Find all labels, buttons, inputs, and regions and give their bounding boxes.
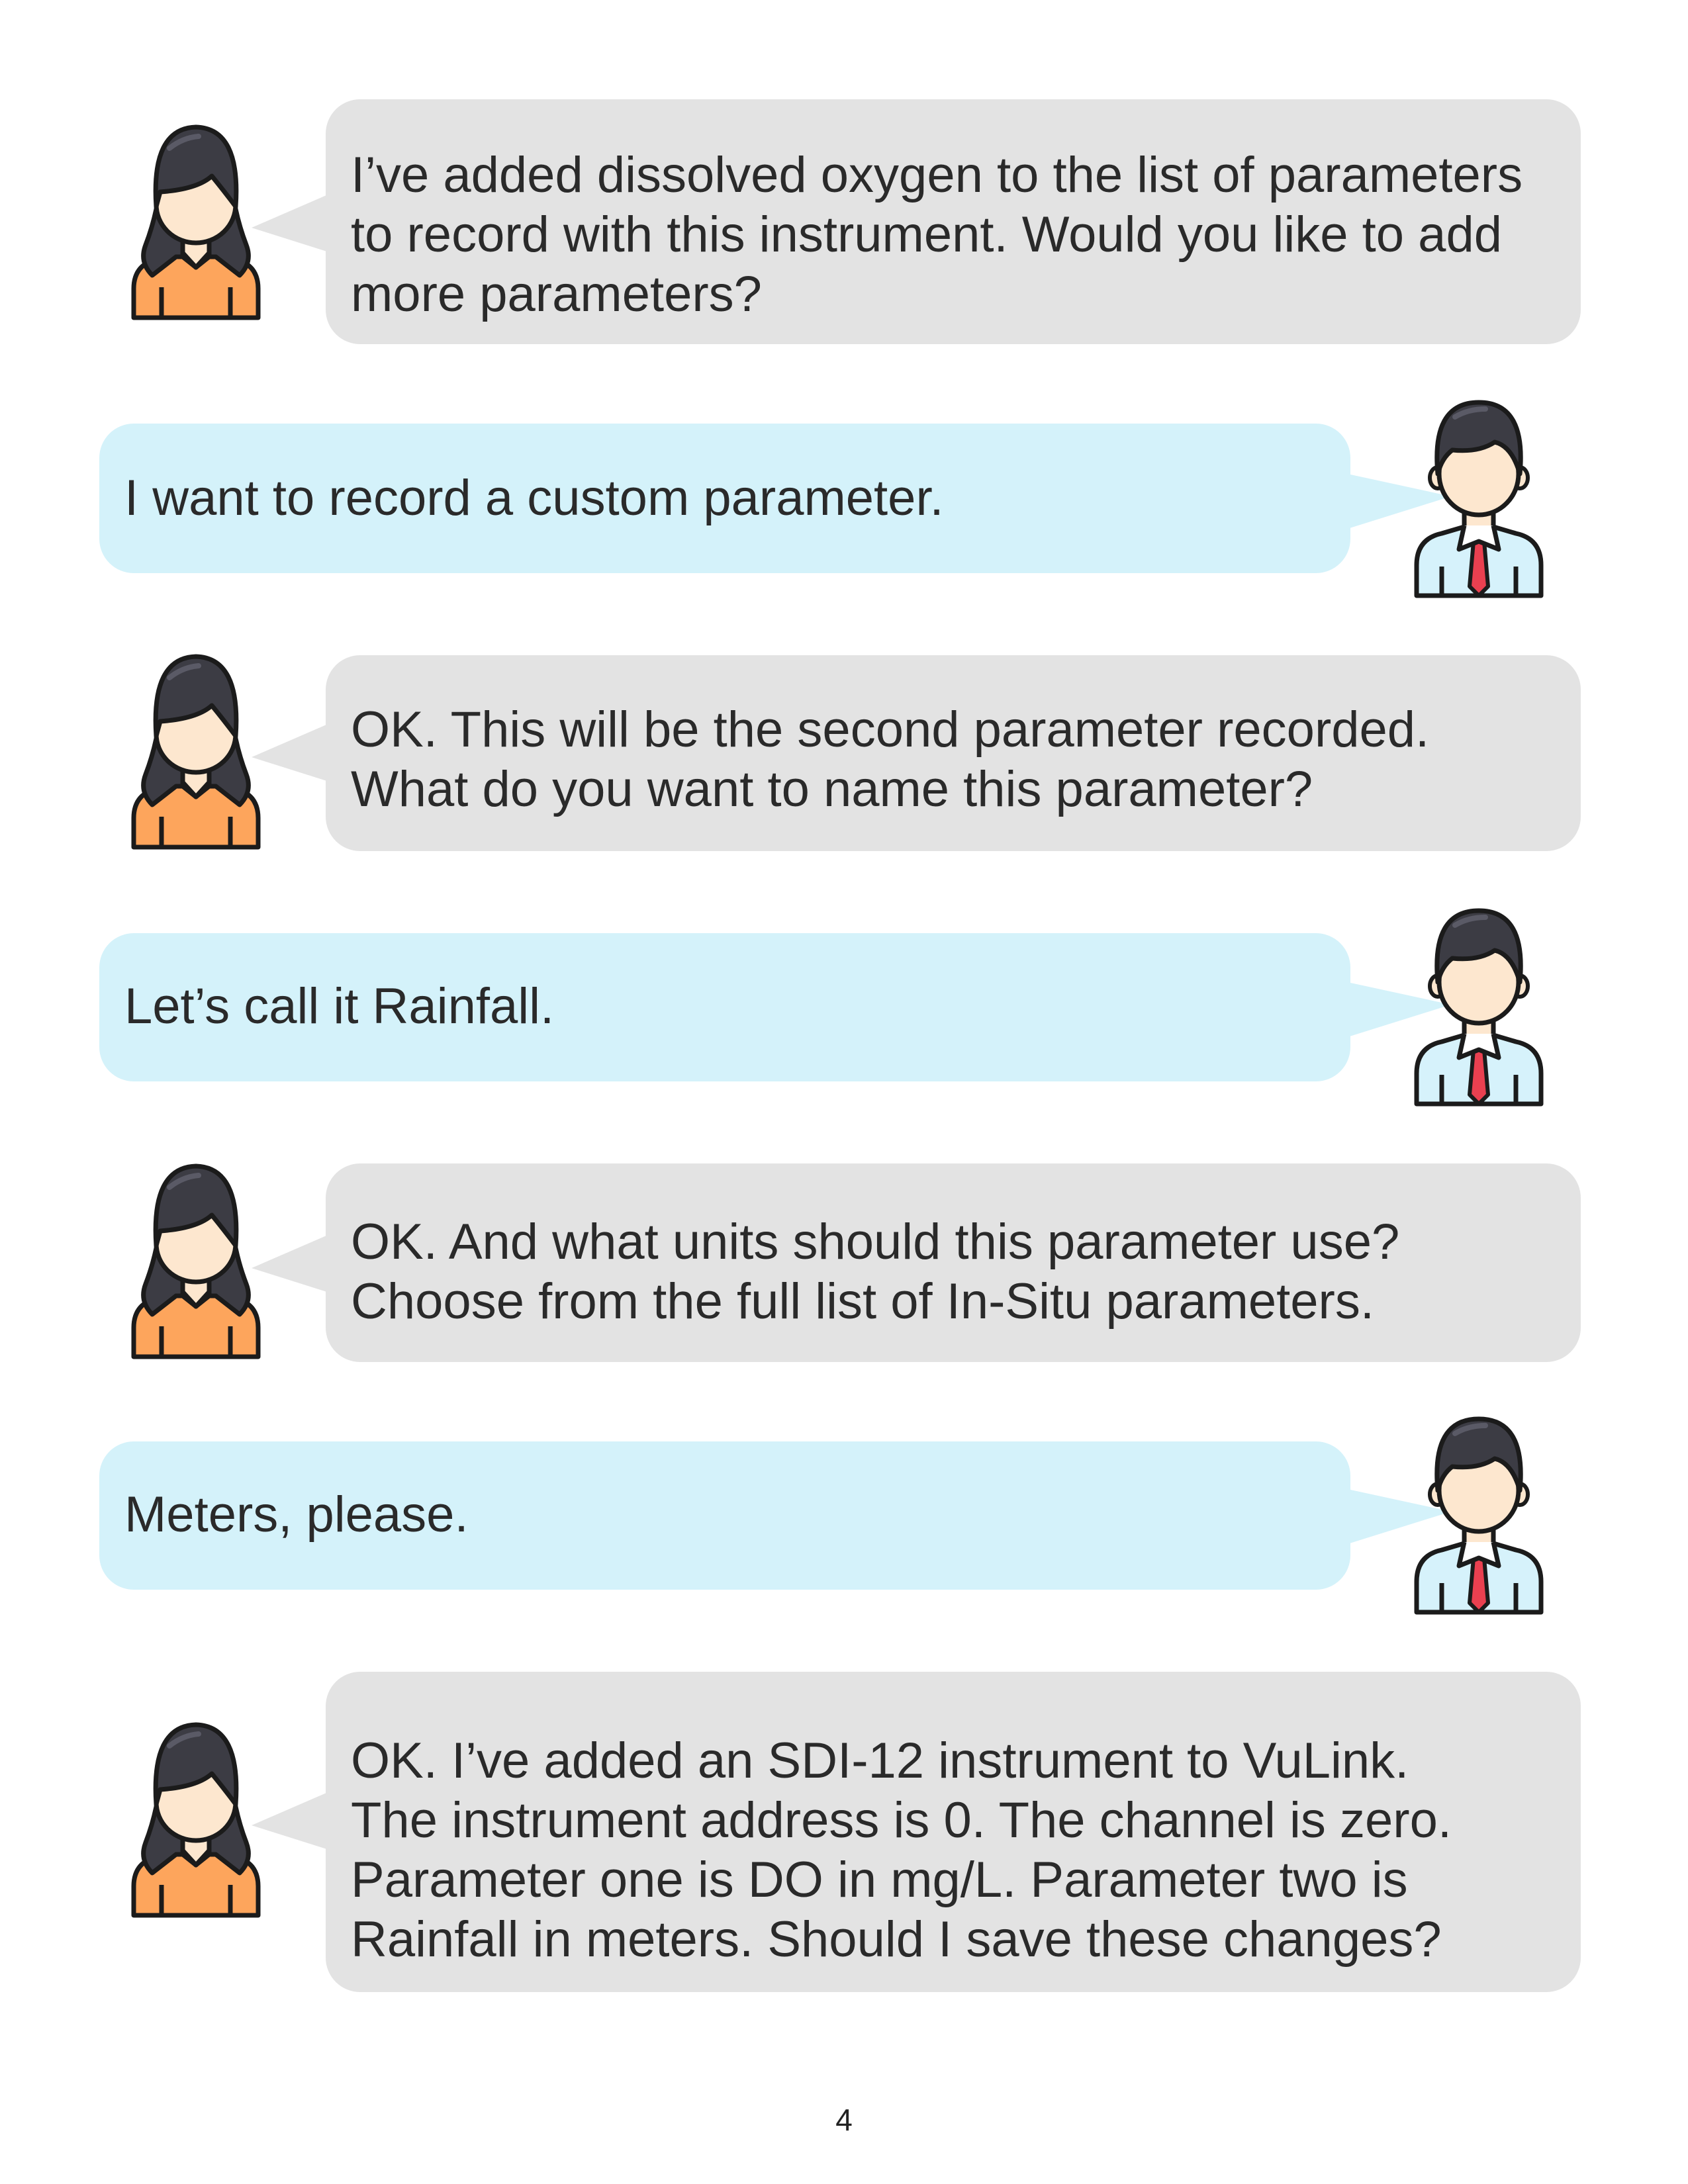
message-text-line: The instrument address is 0. The channel… bbox=[351, 1792, 1452, 1848]
user-message: Meters, please. bbox=[99, 1441, 1350, 1590]
user-message: I want to record a custom parameter. bbox=[99, 424, 1350, 573]
message-text-line: Parameter one is DO in mg/L. Parameter t… bbox=[351, 1852, 1408, 1908]
assistant-message: I’ve added dissolved oxygen to the list … bbox=[326, 99, 1581, 344]
message-text-line: I’ve added dissolved oxygen to the list … bbox=[351, 147, 1523, 203]
bubble-tail bbox=[1341, 981, 1451, 1039]
bubble-tail bbox=[1341, 1488, 1451, 1546]
message-text-line: I want to record a custom parameter. bbox=[124, 470, 944, 526]
assistant-message: OK. And what units should this parameter… bbox=[326, 1163, 1581, 1362]
message-text-line: Let’s call it Rainfall. bbox=[124, 978, 555, 1034]
woman-avatar-icon bbox=[126, 122, 266, 320]
assistant-message: OK. This will be the second parameter re… bbox=[326, 655, 1581, 851]
message-text-line: Choose from the full list of In-Situ par… bbox=[351, 1273, 1374, 1330]
man-avatar-icon bbox=[1409, 1416, 1549, 1615]
message-text-line: OK. This will be the second parameter re… bbox=[351, 702, 1430, 758]
message-text-line: What do you want to name this parameter? bbox=[351, 761, 1313, 817]
bubble-tail bbox=[1341, 473, 1451, 531]
message-text-line: OK. And what units should this parameter… bbox=[351, 1214, 1400, 1270]
woman-avatar-icon bbox=[126, 1719, 266, 1918]
user-message: Let’s call it Rainfall. bbox=[99, 933, 1350, 1081]
woman-avatar-icon bbox=[126, 651, 266, 850]
message-text-line: Meters, please. bbox=[124, 1486, 469, 1543]
page-number: 4 bbox=[835, 2103, 853, 2137]
message-text-line: OK. I’ve added an SDI-12 instrument to V… bbox=[351, 1733, 1409, 1789]
bubble-tail bbox=[252, 723, 331, 782]
bubble-tail bbox=[252, 193, 331, 253]
message-text-line: to record with this instrument. Would yo… bbox=[351, 206, 1502, 263]
assistant-message: OK. I’ve added an SDI-12 instrument to V… bbox=[326, 1672, 1581, 1992]
message-text-line: Rainfall in meters. Should I save these … bbox=[351, 1911, 1442, 1968]
bubble-tail bbox=[252, 1234, 331, 1293]
message-text-line: more parameters? bbox=[351, 266, 762, 322]
bubble-tail bbox=[252, 1791, 331, 1850]
man-avatar-icon bbox=[1409, 400, 1549, 598]
man-avatar-icon bbox=[1409, 908, 1549, 1107]
woman-avatar-icon bbox=[126, 1161, 266, 1359]
